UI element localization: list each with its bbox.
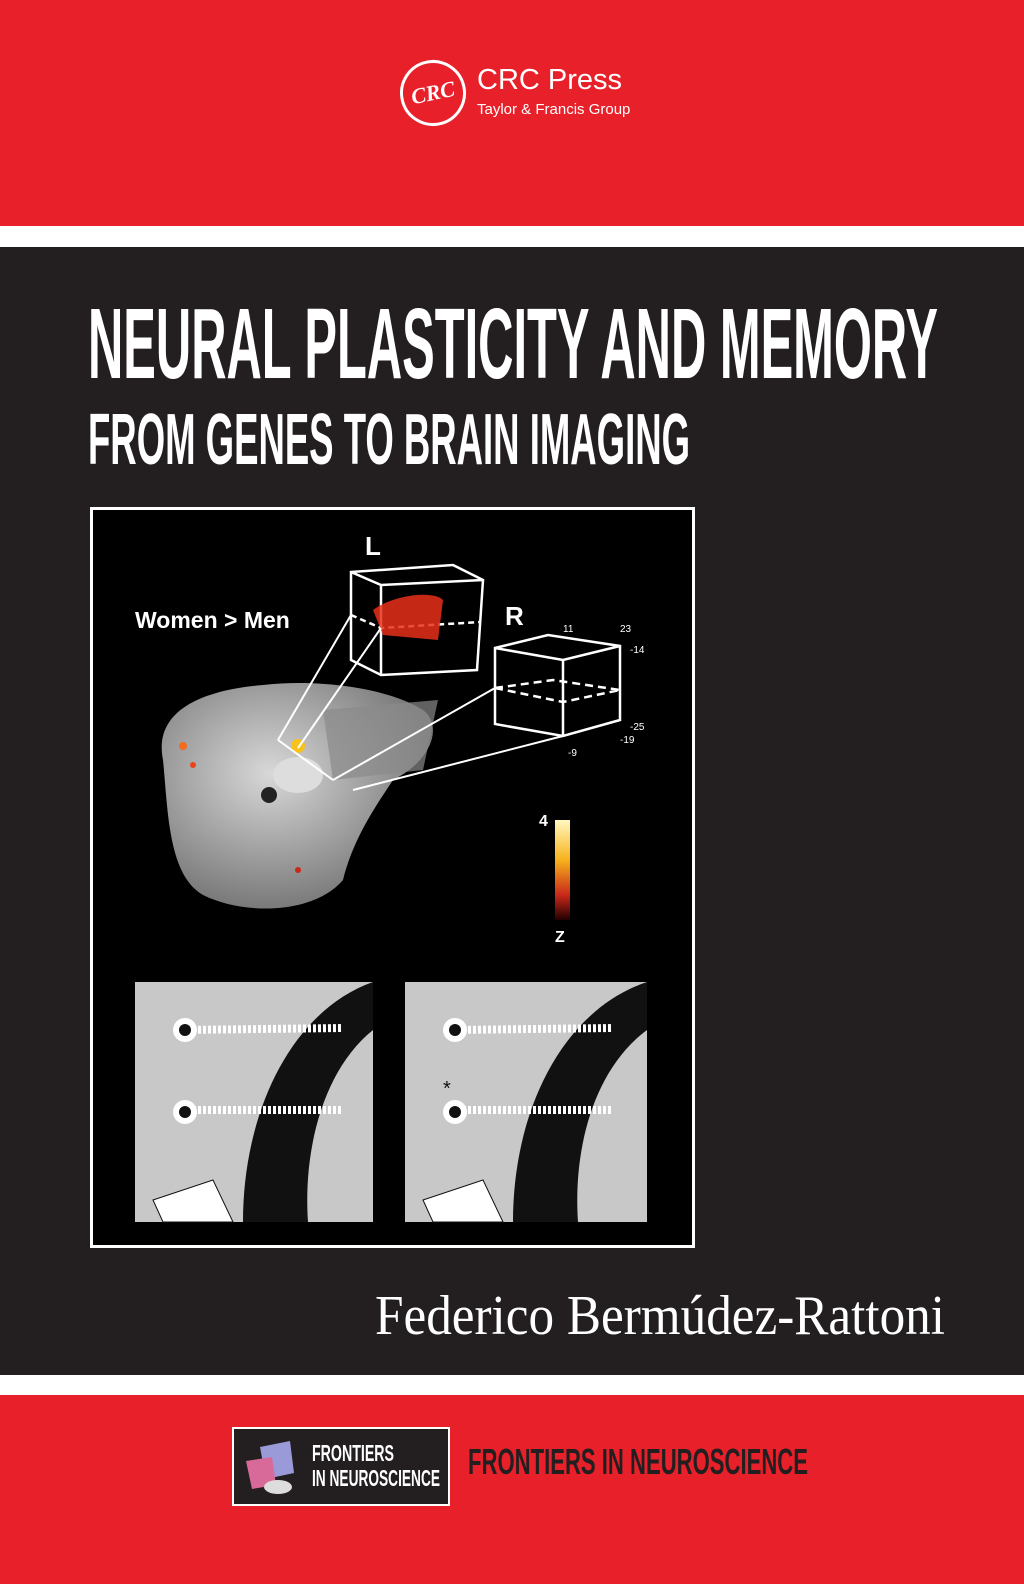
series-logo-icon [246,1441,294,1494]
cube-tick: 11 [563,624,574,635]
figure-caption: Women > Men [135,607,290,633]
series-name: FRONTIERS IN NEUROSCIENCE [468,1441,808,1482]
right-cube [493,633,622,738]
svg-text:*: * [443,1078,451,1100]
cube-tick: -19 [620,735,635,746]
top-red-band [0,0,1024,226]
publisher-group: Taylor & Francis Group [477,101,631,118]
cover-figure: Women > Men L R 11 23 -14 -25 -19 -9 4 Z [90,507,695,1248]
white-stripe [0,226,1024,247]
cube-tick: -14 [630,645,645,656]
scale-max: 4 [539,813,548,830]
book-subtitle: FROM GENES TO BRAIN IMAGING [88,400,690,474]
author-name: Federico Bermúdez-Rattoni [375,1285,945,1347]
white-stripe-bottom [0,1375,1024,1395]
badge-line-2: IN NEUROSCIENCE [312,1465,440,1491]
badge-line-1: FRONTIERS [312,1441,394,1466]
cube-tick: 23 [620,624,632,635]
left-label: L [365,531,381,561]
brain-scan [161,682,438,909]
brain-imaging-illustration: Women > Men L R 11 23 -14 -25 -19 -9 4 Z [135,531,647,1223]
series-badge: FRONTIERS IN NEUROSCIENCE [232,1427,450,1506]
right-label: R [505,601,524,631]
synapse-panel-right: * [405,982,647,1223]
publisher-name: CRC Press [477,64,623,96]
activation-region [373,594,443,640]
book-title: NEURAL PLASTICITY AND MEMORY [88,288,938,388]
cube-tick: -9 [568,748,577,759]
scale-label: Z [555,929,565,946]
connector-lines [277,614,564,791]
cube-ticks: 11 23 -14 -25 -19 -9 [563,624,645,759]
z-scale-bar [555,820,570,920]
synapse-panel-left [135,982,373,1223]
bottom-red-band [0,1395,1024,1584]
cube-tick: -25 [630,722,645,733]
